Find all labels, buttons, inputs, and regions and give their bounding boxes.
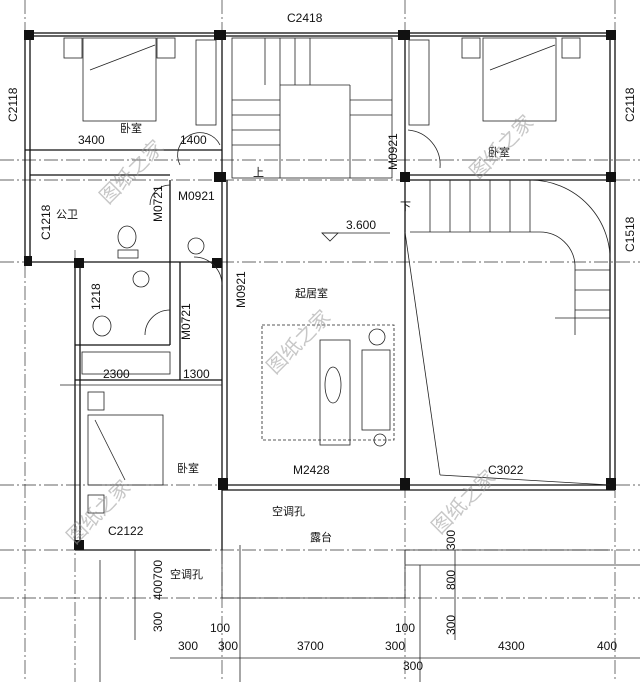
door-label-m0721-b: M0721 bbox=[179, 303, 193, 340]
stairs-top bbox=[231, 37, 393, 179]
elevation-label: 3.600 bbox=[346, 218, 376, 232]
ac-hole-label-1: 空调孔 bbox=[272, 504, 305, 518]
door-label-m2428: M2428 bbox=[293, 463, 330, 477]
dim-1400: 1400 bbox=[180, 133, 207, 147]
dim-3400: 3400 bbox=[78, 133, 105, 147]
stair-up-label: 上 bbox=[253, 166, 264, 179]
room-terrace: 露台 bbox=[310, 530, 332, 544]
dim-bottom-300-d: 300 bbox=[403, 659, 423, 673]
dim-bottom-3700: 3700 bbox=[297, 639, 324, 653]
watermark: 图纸之家 bbox=[262, 305, 336, 379]
dim-400700: 400700 bbox=[151, 560, 165, 600]
window-label-c1218: C1218 bbox=[39, 204, 53, 240]
room-bedroom-top-right: 卧室 bbox=[488, 145, 510, 159]
bed-top-left bbox=[63, 37, 176, 122]
dim-bottom-300-b: 300 bbox=[218, 639, 238, 653]
window-label-c2418: C2418 bbox=[287, 11, 323, 25]
wardrobes bbox=[81, 39, 430, 375]
dim-300-left: 300 bbox=[151, 612, 165, 632]
window-label-c1518: C1518 bbox=[623, 216, 637, 252]
window-label-c2118-left: C2118 bbox=[6, 87, 20, 122]
room-living: 起居室 bbox=[295, 286, 328, 300]
door-label-m0921-a: M0921 bbox=[178, 189, 215, 203]
room-bedroom-top-left: 卧室 bbox=[120, 121, 142, 135]
window-label-1218: 1218 bbox=[89, 283, 103, 310]
window-label-c2118-right: C2118 bbox=[623, 87, 637, 122]
window-label-c2122: C2122 bbox=[108, 524, 144, 538]
watermarks: 图纸之家 图纸之家 图纸之家 图纸之家 图纸之家 bbox=[62, 110, 539, 549]
dimension-lines bbox=[60, 384, 640, 659]
dim-bottom-300-a: 300 bbox=[178, 639, 198, 653]
labels: C2418 C2118 C2118 3400 卧室 1400 M0921 M07… bbox=[6, 11, 637, 673]
door-label-m0921-b: M0921 bbox=[234, 271, 248, 308]
dim-1300: 1300 bbox=[183, 367, 210, 381]
columns bbox=[24, 30, 616, 550]
bed-bottom-left bbox=[87, 391, 164, 514]
dim-300-right-b: 300 bbox=[444, 615, 458, 635]
dim-bottom-300-c: 300 bbox=[385, 639, 405, 653]
bed-top-right bbox=[461, 37, 581, 122]
room-public-bath: 公卫 bbox=[56, 208, 78, 221]
stairs-spiral bbox=[404, 179, 611, 486]
bath-fixtures bbox=[92, 129, 441, 337]
dim-800: 800 bbox=[444, 570, 458, 590]
dim-bottom-100-a: 100 bbox=[210, 621, 230, 635]
walls bbox=[24, 32, 640, 682]
dim-bottom-4300: 4300 bbox=[498, 639, 525, 653]
dim-bottom-100-b: 100 bbox=[395, 621, 415, 635]
window-label-c3022: C3022 bbox=[488, 463, 524, 477]
elevation-marker bbox=[321, 232, 390, 242]
ac-hole-label-2: 空调孔 bbox=[170, 567, 203, 581]
room-bedroom-bottom: 卧室 bbox=[177, 461, 199, 475]
sofa-set bbox=[261, 324, 395, 447]
dim-bottom-400: 400 bbox=[597, 639, 617, 653]
door-label-m0921-c: M0921 bbox=[386, 133, 400, 170]
dim-300-right-a: 300 bbox=[444, 530, 458, 550]
door-label-m0721-a: M0721 bbox=[151, 185, 165, 222]
dim-2300: 2300 bbox=[103, 367, 130, 381]
stair-down-label: 下 bbox=[400, 200, 411, 213]
